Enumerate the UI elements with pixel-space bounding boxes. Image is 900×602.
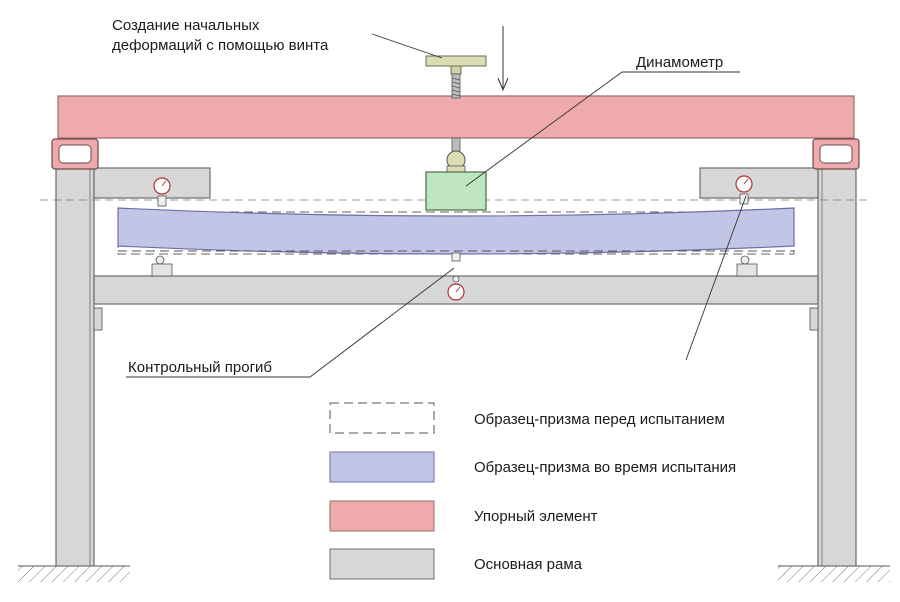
screw-neck [450, 65, 462, 75]
legend-label-during: Образец-призма во время испытания [474, 459, 736, 476]
ground-hatch-left [18, 566, 130, 582]
center-probe [451, 252, 461, 262]
legend-swatch-frame [329, 548, 435, 580]
legend-label-before: Образец-призма перед испытанием [474, 411, 725, 428]
dynamometer-collar [446, 165, 466, 173]
legend-swatch-thrust [329, 500, 435, 532]
support-left [151, 255, 173, 277]
legend-swatch-before [329, 402, 435, 434]
support-right [736, 255, 758, 277]
corner-tube-right-inner [819, 144, 853, 164]
dial-gauge-center [447, 275, 465, 301]
legend-label-thrust: Упорный элемент [474, 508, 598, 525]
annotation-control-deflection: Контрольный прогиб [128, 359, 272, 376]
bracket-left [93, 307, 103, 331]
side-block-right [699, 167, 819, 199]
frame-column-right [817, 167, 857, 567]
corner-tube-left-inner [58, 144, 92, 164]
annotation-screw-line2: деформаций с помощью винта [112, 37, 329, 54]
leader-dynamometer [465, 71, 623, 187]
dial-gauge-left-top [153, 177, 171, 207]
screw-handle [425, 55, 487, 67]
annotation-dynamometer: Динамометр [636, 54, 723, 71]
thrust-element [57, 95, 855, 139]
leader-right-gauge [685, 195, 747, 361]
screw-rod-lower [451, 137, 461, 153]
leader-screw [371, 33, 443, 59]
annotation-screw-line1: Создание начальных [112, 17, 260, 34]
load-arrow-head [497, 77, 509, 92]
legend-label-frame: Основная рама [474, 556, 583, 573]
frame-column-left [55, 167, 95, 567]
legend: Образец-призма перед испытанием Образец-… [329, 402, 736, 580]
side-block-left [93, 167, 211, 199]
ground-hatch-right [778, 566, 890, 582]
specimen-during-test [117, 207, 795, 255]
screw-thread-marks [451, 77, 461, 97]
dial-gauge-right-top [735, 175, 753, 205]
bracket-right [809, 307, 819, 331]
leader-deflection [309, 267, 455, 378]
legend-swatch-during [329, 451, 435, 483]
